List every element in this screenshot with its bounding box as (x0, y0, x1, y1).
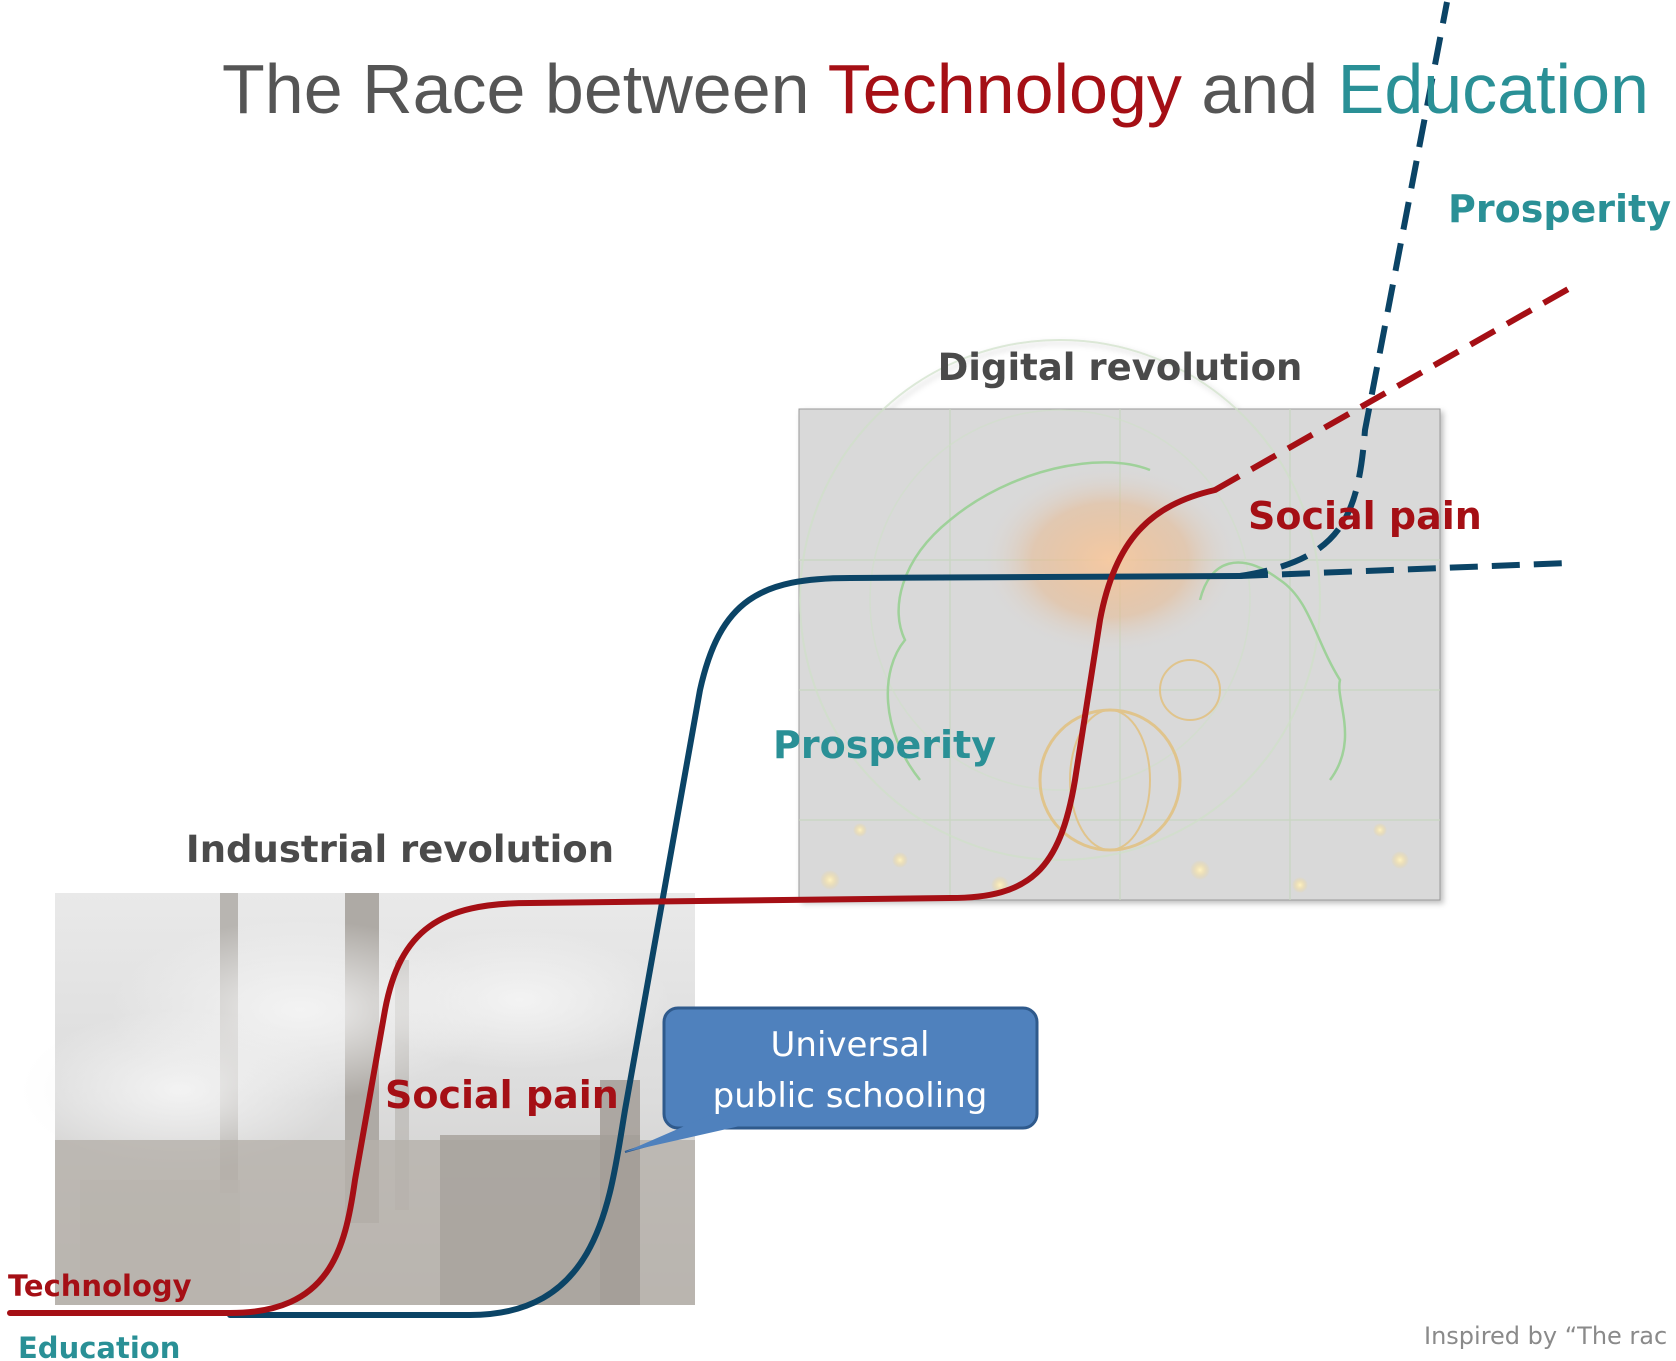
title-part-1: The Race between (222, 50, 828, 128)
universal-schooling-callout: Universal public schooling (624, 1006, 1039, 1153)
page-title: The Race between Technology and Educatio… (222, 50, 1649, 128)
callout-line-2: public schooling (713, 1076, 988, 1116)
education-legend-label: Education (18, 1331, 180, 1361)
credit-line-1: Inspired by “The rac (1424, 1322, 1667, 1350)
social-pain-industrial-label: Social pain (385, 1073, 619, 1117)
industrial-photo (20, 893, 695, 1305)
prosperity-future-label: Prosperity (1448, 187, 1671, 231)
title-education: Education (1338, 50, 1649, 128)
social-pain-digital-label: Social pain (1248, 494, 1482, 538)
callout-line-1: Universal (771, 1025, 930, 1065)
education-curve (227, 573, 1243, 1318)
digital-photo (798, 339, 1441, 901)
title-technology: Technology (828, 50, 1182, 128)
technology-legend-label: Technology (8, 1269, 192, 1303)
industrial-revolution-label: Industrial revolution (186, 828, 614, 871)
education-forecast-flat (1239, 560, 1569, 579)
prosperity-digital-label: Prosperity (773, 723, 996, 767)
title-part-2: and (1182, 50, 1338, 128)
technology-forecast (1213, 285, 1572, 493)
technology-curve (7, 487, 1218, 1316)
digital-revolution-label: Digital revolution (938, 346, 1303, 389)
credit-line-2: ... (1424, 1350, 1447, 1361)
